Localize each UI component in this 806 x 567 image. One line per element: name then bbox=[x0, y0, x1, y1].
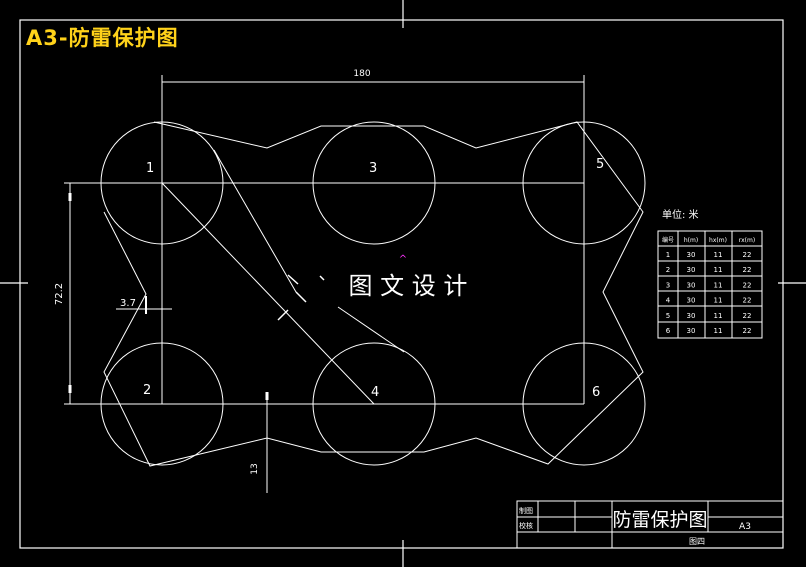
table-cell: 2 bbox=[666, 266, 670, 274]
table-cell: 22 bbox=[743, 327, 752, 335]
table-cell: 22 bbox=[743, 312, 752, 320]
table-cell: 30 bbox=[687, 251, 696, 259]
table-cell: 11 bbox=[714, 327, 723, 335]
table-cell: 编号 bbox=[662, 236, 674, 244]
rod-circle-2 bbox=[100, 342, 224, 466]
table-cell: 30 bbox=[687, 281, 696, 289]
grid-lines bbox=[64, 75, 585, 405]
table-cell: 22 bbox=[743, 297, 752, 305]
circle-label: 6 bbox=[592, 385, 600, 400]
table-cell: 22 bbox=[743, 251, 752, 259]
rod-circle-5 bbox=[522, 121, 646, 245]
table-cell: 30 bbox=[687, 297, 696, 305]
table-cell: 11 bbox=[714, 266, 723, 274]
table-unit: 单位: 米 bbox=[662, 208, 699, 221]
table-cell: 4 bbox=[666, 297, 671, 305]
table-cell: 11 bbox=[714, 297, 723, 305]
table-cell: 6 bbox=[666, 327, 671, 335]
circle-label: 4 bbox=[371, 385, 379, 400]
title-block-grid bbox=[516, 500, 784, 549]
table-cell: 11 bbox=[714, 251, 723, 259]
dimension-offset bbox=[116, 296, 172, 314]
table-cell: 3 bbox=[666, 281, 670, 289]
table-cell: rx(m) bbox=[739, 237, 755, 244]
dimension-width-label: 180 bbox=[353, 69, 370, 79]
title-block-name: 防雷保护图 bbox=[612, 509, 707, 531]
rod-circle-6 bbox=[522, 342, 646, 466]
table-cell: h(m) bbox=[684, 237, 698, 244]
rod-circle-4 bbox=[312, 342, 436, 466]
table-cell: 22 bbox=[743, 281, 752, 289]
rod-circle-3 bbox=[312, 121, 436, 245]
section-marks bbox=[277, 274, 325, 321]
table-cell: 1 bbox=[666, 251, 670, 259]
circle-label: 2 bbox=[143, 383, 151, 398]
table-cell: hx(m) bbox=[709, 237, 727, 244]
dimension-height-label: 72.2 bbox=[54, 283, 65, 305]
title-block-size: A3 bbox=[739, 522, 751, 532]
drawing-frame bbox=[19, 19, 784, 549]
table-cell: 11 bbox=[714, 312, 723, 320]
table-cell: 5 bbox=[666, 312, 670, 320]
data-table-grid bbox=[657, 230, 763, 339]
circle-label: 1 bbox=[146, 161, 154, 176]
protection-envelope bbox=[103, 121, 644, 467]
drawing-title: A3-防雷保护图 bbox=[26, 26, 179, 50]
pick-marker: ^ bbox=[399, 254, 407, 265]
circle-label: 3 bbox=[369, 161, 377, 176]
watermark-text: 图 文 设 计 bbox=[349, 272, 468, 300]
dimension-depth-label: 13 bbox=[250, 463, 260, 474]
rod-circles bbox=[100, 121, 646, 466]
title-block-sheet: 图四 bbox=[689, 537, 705, 546]
table-cell: 30 bbox=[687, 312, 696, 320]
drawn-by-label: 制图 bbox=[519, 506, 533, 515]
dimension-offset-label: 3.7 bbox=[120, 298, 136, 309]
table-cell: 30 bbox=[687, 327, 696, 335]
circle-label: 5 bbox=[596, 157, 604, 172]
table-cell: 22 bbox=[743, 266, 752, 274]
table-cell: 30 bbox=[687, 266, 696, 274]
table-cell: 11 bbox=[714, 281, 723, 289]
checked-by-label: 校核 bbox=[519, 521, 533, 530]
rod-circle-1 bbox=[100, 121, 224, 245]
